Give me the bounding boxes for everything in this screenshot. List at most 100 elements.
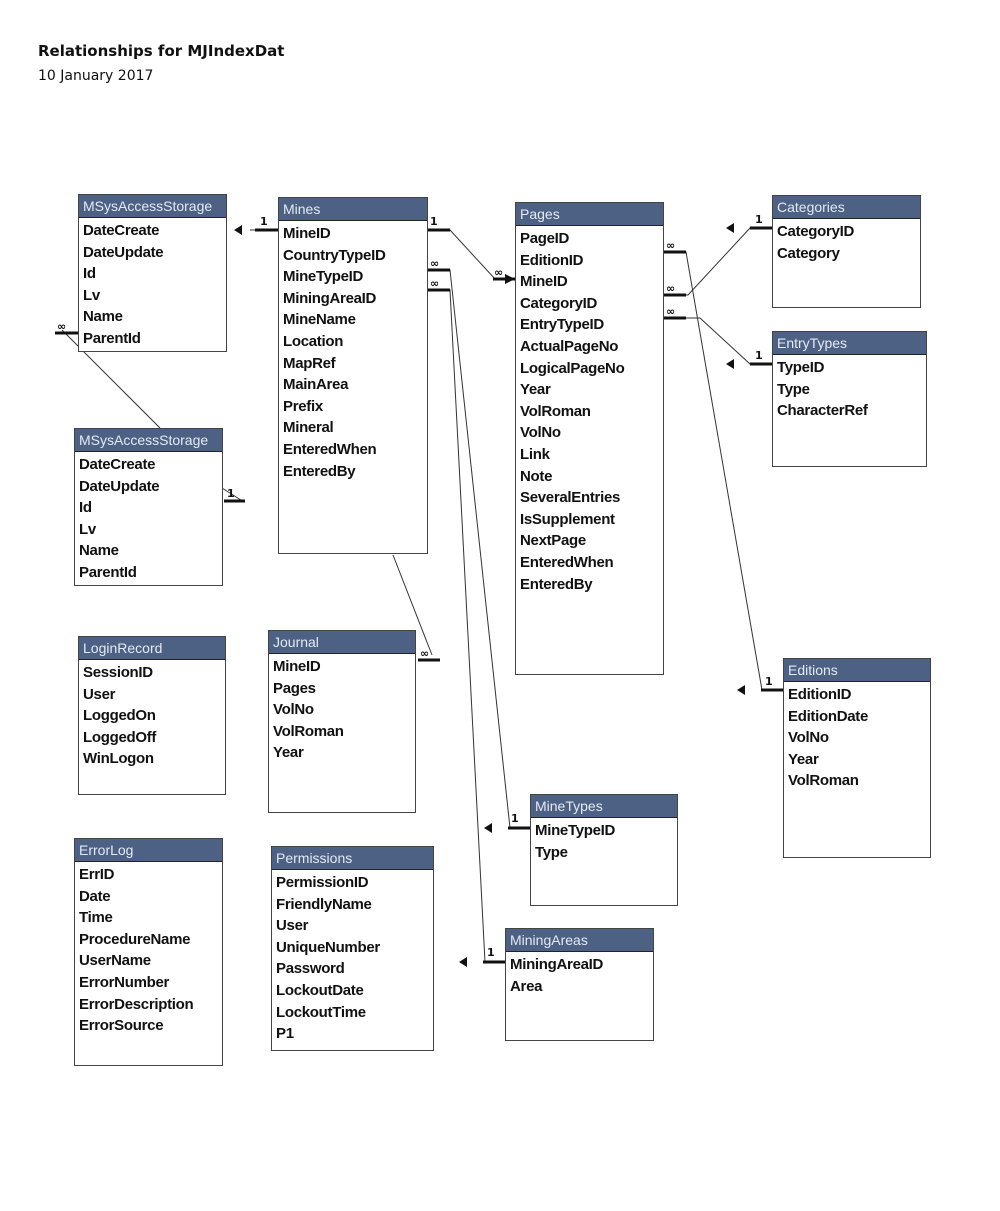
field-list: MiningAreaID Area [506,952,653,997]
field-msysaccessstorage_2-3[interactable]: Lv [79,520,96,538]
field-msysaccessstorage_2-5[interactable]: ParentId [79,563,137,581]
field-mines-2[interactable]: MineTypeID [283,268,364,286]
field-mines-10[interactable]: EnteredWhen [283,440,377,458]
field-miningareas-0[interactable]: MiningAreaID [510,956,604,973]
field-errorlog-1[interactable]: Date [79,887,111,905]
field-pages-12[interactable]: SeveralEntries [520,489,621,507]
field-errorlog-0[interactable]: ErrID [79,866,115,883]
field-errorlog-5[interactable]: ErrorNumber [79,973,170,991]
field-msysaccessstorage_1-5[interactable]: ParentId [83,329,141,347]
field-loginrecord-3[interactable]: LoggedOff [83,728,157,746]
field-msysaccessstorage_2-0[interactable]: DateCreate [79,456,156,473]
arrow-marker [737,685,745,695]
field-entrytypes-2[interactable]: CharacterRef [777,402,868,420]
field-editions-0[interactable]: EditionID [788,686,852,703]
field-pages-9[interactable]: VolNo [520,424,561,442]
field-errorlog-4[interactable]: UserName [79,952,151,970]
field-msysaccessstorage_2-2[interactable]: Id [79,499,92,517]
field-entrytypes-0[interactable]: TypeID [777,359,825,376]
field-mines-5[interactable]: Location [283,332,344,350]
field-editions-1[interactable]: EditionDate [788,707,869,725]
field-permissions-7[interactable]: P1 [276,1025,294,1043]
field-permissions-5[interactable]: LockoutDate [276,981,364,999]
field-mines-11[interactable]: EnteredBy [283,462,356,480]
field-pages-1[interactable]: EditionID [520,251,584,269]
field-permissions-2[interactable]: User [276,917,309,935]
field-msysaccessstorage_2-1[interactable]: DateUpdate [79,477,160,495]
field-errorlog-2[interactable]: Time [79,909,113,927]
field-loginrecord-1[interactable]: User [83,685,116,703]
field-pages-10[interactable]: Link [520,445,550,463]
field-editions-3[interactable]: Year [788,750,819,768]
field-pages-0[interactable]: PageID [520,230,570,247]
field-errorlog-7[interactable]: ErrorSource [79,1017,164,1035]
field-journal-2[interactable]: VolNo [273,701,314,719]
field-pages-7[interactable]: Year [520,381,551,399]
field-msysaccessstorage_2-4[interactable]: Name [79,542,119,560]
field-permissions-0[interactable]: PermissionID [276,874,369,891]
field-loginrecord-4[interactable]: WinLogon [83,750,154,768]
field-categories-0[interactable]: CategoryID [777,223,855,240]
field-mines-3[interactable]: MiningAreaID [283,289,377,307]
field-editions-2[interactable]: VolNo [788,729,829,747]
field-entrytypes-1[interactable]: Type [777,380,810,398]
field-pages-4[interactable]: EntryTypeID [520,316,604,334]
field-permissions-3[interactable]: UniqueNumber [276,938,380,956]
field-pages-16[interactable]: EnteredBy [520,575,593,593]
field-mines-6[interactable]: MapRef [283,354,336,372]
field-journal-4[interactable]: Year [273,744,304,762]
field-mines-1[interactable]: CountryTypeID [283,246,386,264]
field-pages-6[interactable]: LogicalPageNo [520,359,625,377]
field-loginrecord-2[interactable]: LoggedOn [83,707,156,725]
field-minetypes-1[interactable]: Type [535,843,568,861]
field-msysaccessstorage_1-1[interactable]: DateUpdate [83,243,164,261]
field-msysaccessstorage_1-0[interactable]: DateCreate [83,222,160,239]
field-loginrecord-0[interactable]: SessionID [83,664,153,681]
field-msysaccessstorage_1-3[interactable]: Lv [83,286,100,304]
field-permissions-4[interactable]: Password [276,960,345,978]
field-msysaccessstorage_1-4[interactable]: Name [83,308,123,326]
field-pages-2[interactable]: MineID [520,273,568,291]
field-pages-11[interactable]: Note [520,467,553,485]
field-miningareas-1[interactable]: Area [510,977,543,995]
field-mines-9[interactable]: Mineral [283,419,334,437]
field-pages-5[interactable]: ActualPageNo [520,337,619,355]
field-pages-14[interactable]: NextPage [520,532,586,550]
field-mines-7[interactable]: MainArea [283,376,349,394]
field-pages-15[interactable]: EnteredWhen [520,553,614,571]
arrow-marker [505,274,515,284]
field-editions-4[interactable]: VolRoman [788,772,859,790]
field-pages-13[interactable]: IsSupplement [520,510,615,528]
field-journal-0[interactable]: MineID [273,658,321,675]
field-mines-0[interactable]: MineID [283,225,331,242]
field-permissions-6[interactable]: LockoutTime [276,1003,366,1021]
field-categories-1[interactable]: Category [777,244,840,262]
field-errorlog-3[interactable]: ProcedureName [79,930,191,948]
field-pages-3[interactable]: CategoryID [520,294,598,312]
field-errorlog-6[interactable]: ErrorDescription [79,995,194,1013]
field-journal-3[interactable]: VolRoman [273,722,344,740]
field-list: MineTypeID Type [531,818,677,863]
field-minetypes-0[interactable]: MineTypeID [535,822,616,839]
field-permissions-1[interactable]: FriendlyName [276,895,372,913]
field-journal-1[interactable]: Pages [273,679,316,697]
field-mines-4[interactable]: MineName [283,311,356,329]
field-mines-8[interactable]: Prefix [283,397,323,415]
field-pages-8[interactable]: VolRoman [520,402,591,420]
field-msysaccessstorage_1-2[interactable]: Id [83,265,96,283]
